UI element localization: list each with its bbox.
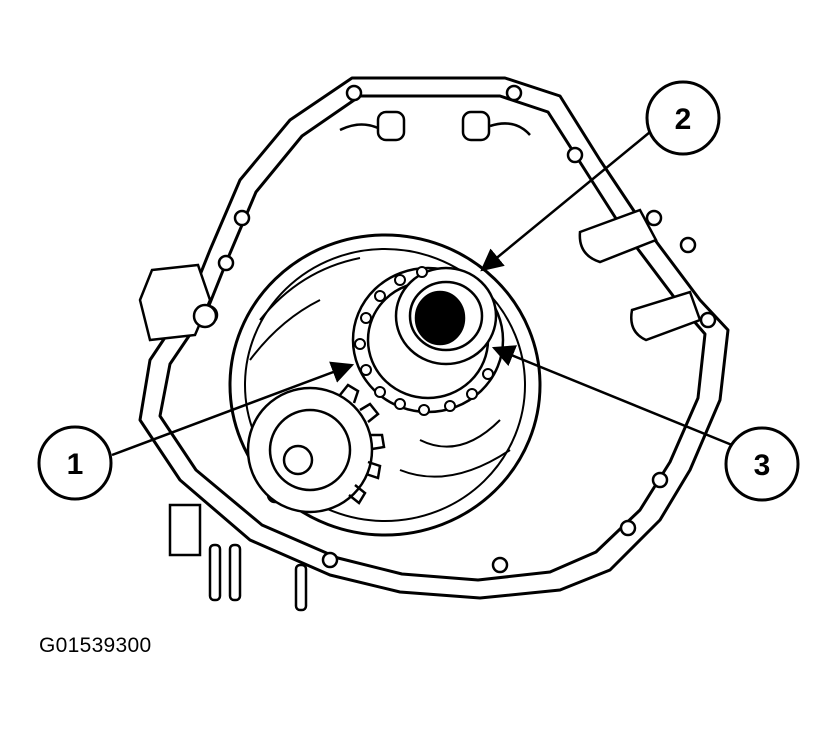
leader-arrow-1 <box>111 361 355 457</box>
callout-1: 1 <box>37 425 113 501</box>
top-dowels <box>339 110 531 142</box>
leader-arrow-3 <box>491 345 733 447</box>
callout-2: 2 <box>645 80 721 156</box>
bearing-assembly <box>351 266 505 414</box>
left-bracket <box>138 263 218 342</box>
main-bore <box>228 233 542 537</box>
callout-label-2: 2 <box>675 103 692 136</box>
callout-label-3: 3 <box>754 449 771 482</box>
callout-label-1: 1 <box>67 448 84 481</box>
leader-arrow-2 <box>480 131 651 272</box>
bearing-rollers <box>354 266 494 416</box>
planetary-gear <box>246 383 386 514</box>
figure-id: G01539300 <box>39 634 152 657</box>
lower-fittings <box>168 503 308 612</box>
right-studs <box>578 208 702 342</box>
flange-bolt-holes <box>197 84 717 574</box>
leader-lines <box>111 131 733 457</box>
callout-3: 3 <box>724 426 800 502</box>
